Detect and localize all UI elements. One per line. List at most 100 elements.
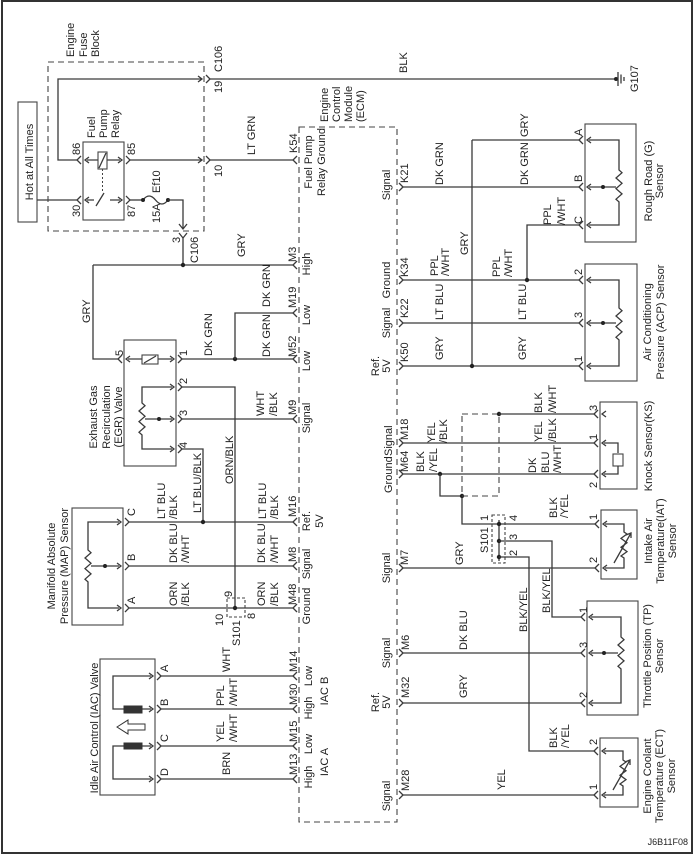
- wire-color-label: BLK/YEL: [541, 568, 553, 613]
- rough-road-sensor-box: [584, 123, 637, 243]
- connector-pin-icon: [197, 155, 211, 165]
- splice-pin-label: 1: [479, 515, 491, 521]
- junction-dot: [469, 363, 475, 369]
- component-name: Manifold Absolute: [46, 523, 58, 610]
- wire-color-label: YEL: [426, 422, 438, 443]
- ecm-pin-id: M15: [288, 721, 300, 742]
- thermistor-icon: [605, 523, 632, 569]
- wire-color-label: PPL: [429, 255, 441, 276]
- fuse-id: Ef10: [151, 170, 163, 193]
- egr-valve-box: [123, 339, 177, 467]
- wire-color-label: /WHT: [440, 248, 452, 276]
- connector-pin-icon: [580, 648, 594, 658]
- wire-color-label: /WHT: [503, 249, 515, 277]
- ecm-pin-id: M52: [287, 336, 299, 357]
- connector-pin-icon: [594, 519, 608, 529]
- ecm-pin-function: Ref.: [301, 511, 313, 531]
- splice-pin-label: 8: [246, 613, 258, 619]
- wire-color-label: DK GRN: [434, 142, 446, 185]
- pin-label: 1: [588, 784, 600, 790]
- wire: [234, 312, 293, 359]
- ecm-pin-function: Fuel Pump: [303, 135, 315, 188]
- wire-color-label: GRY: [81, 299, 93, 323]
- component-name: Air Conditioning: [642, 283, 654, 361]
- relay-pin-label: 30: [71, 205, 83, 217]
- wire-color-label: BLK: [415, 451, 427, 472]
- connector-pin-icon: [292, 561, 298, 571]
- connector-pin-icon: [578, 275, 592, 285]
- wire-color-label: DK GRN: [519, 142, 531, 185]
- relay-pin-label: 87: [126, 205, 138, 217]
- wire-color-label: /WHT: [547, 385, 559, 413]
- connector-pin-icon: [117, 195, 131, 205]
- wire-color-label: /WHT: [228, 678, 240, 706]
- wire-color-label: BLK: [548, 497, 560, 518]
- pin-label: 3: [573, 312, 585, 318]
- ecm-pin-function: 5V: [381, 695, 393, 709]
- wire-color-label: WHT: [221, 647, 233, 672]
- ecm-pin-id: M7: [399, 550, 411, 565]
- fuel-pump-relay-box: [82, 141, 125, 221]
- pin-label: A: [159, 664, 171, 672]
- connector-pin-label: 10: [213, 165, 225, 177]
- iat-sensor: 1 4 3 2 S101 BLK /YEL GRY 1 2 Intake Air…: [403, 494, 679, 584]
- wire-color-label: /BLK: [168, 494, 180, 519]
- wire-color-label: YEL: [533, 421, 545, 442]
- ecm-pin-id: K21: [399, 163, 411, 183]
- connector-pin-icon: [578, 361, 592, 371]
- wire-color-label: ORN/BLK: [224, 435, 236, 484]
- wire: [182, 386, 236, 608]
- wire: [499, 540, 581, 618]
- relay-name: Relay: [110, 109, 122, 138]
- ecm-pin-function: Signal: [383, 425, 395, 456]
- splice-dot: [496, 521, 502, 527]
- wire-color-label: GRY: [519, 113, 531, 137]
- connector-pin-icon: [148, 741, 162, 751]
- splice-pin-label: 9: [223, 591, 235, 597]
- wire-color-label: BLU: [540, 452, 552, 473]
- ecm-pin-id: M48: [287, 584, 299, 605]
- splice-dot: [232, 605, 238, 611]
- wire-color-label: /WHT: [228, 714, 240, 742]
- splice-pin-label: 2: [508, 550, 520, 556]
- connector-pin-icon: [398, 361, 404, 371]
- ecm-pin-id: M9: [287, 400, 299, 415]
- connector-pin-icon: [398, 275, 404, 285]
- ect-sensor: BLK/YEL BLK /YEL YEL 2 1 Engine Coolant …: [403, 556, 678, 823]
- fuse-block-name: Fuse: [78, 33, 90, 57]
- ecm-name: Engine: [319, 88, 331, 122]
- ecm-pin-id: M19: [287, 287, 299, 308]
- wire-color-label: ORN: [168, 582, 180, 607]
- acp-resistor-icon: [589, 279, 623, 367]
- ecm-pin-id: M32: [400, 677, 412, 698]
- connector-pin-icon: [76, 155, 90, 165]
- egr-valve: GRY GRY 5 1 2 3 4 Exhaust Gas Recirculat…: [81, 233, 293, 608]
- ecm-pin-function: Low: [301, 351, 313, 371]
- connector-pin-icon: [398, 648, 404, 658]
- connector-pin-label: 3: [171, 237, 183, 243]
- connector-c106-label: C106: [189, 237, 201, 263]
- ecm-pin-function: Ground: [301, 588, 313, 625]
- component-name: Knock Sensor(KS): [643, 401, 655, 491]
- fuse-block-section: Hot at All Times Engine Fuse Block Fuel …: [17, 23, 225, 265]
- ecm-pin-id: M14: [288, 651, 300, 672]
- connector-pin-icon: [292, 704, 298, 714]
- acp-sensor: PPL /WHT LT BLU GRY PPL /WHT LT BLU GRY …: [403, 248, 667, 382]
- connector-pin-icon: [292, 603, 298, 613]
- component-name: Sensor: [667, 523, 679, 558]
- wire-color-label: PPL: [215, 685, 227, 706]
- pin-label: 2: [578, 692, 590, 698]
- connector-pin-icon: [292, 774, 298, 784]
- pin-label: D: [159, 768, 171, 776]
- connector-pin-icon: [580, 698, 594, 708]
- ecm-pin-id: M6: [400, 635, 412, 650]
- connector-pin-icon: [594, 563, 608, 573]
- connector-pin-icon: [148, 774, 162, 784]
- connector-pin-icon: [117, 354, 131, 364]
- ecm-pin-id: K22: [399, 298, 411, 318]
- wire-color-label: LT BLU/BLK: [192, 452, 204, 513]
- wire-color-label: /WHT: [180, 535, 192, 563]
- pin-label: 1: [588, 514, 600, 520]
- ecm-pin-id: K54: [288, 133, 300, 153]
- splice-pin-label: 10: [214, 614, 226, 626]
